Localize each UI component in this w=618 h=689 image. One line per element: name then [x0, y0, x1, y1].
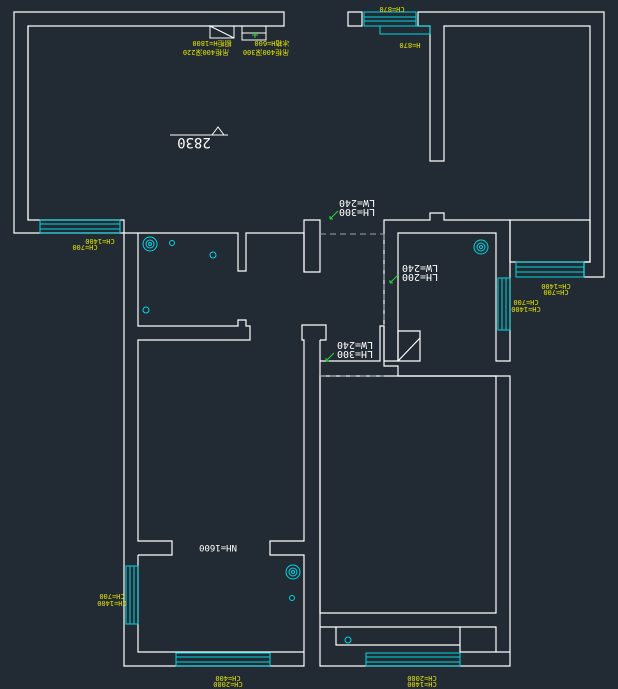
label-beam-3-lw: LW=240: [337, 339, 373, 350]
right-block-bottom: [509, 219, 591, 263]
drain-icon-2: [142, 306, 150, 314]
drain-icon-1: [209, 251, 217, 259]
window-top-right-small: [379, 25, 431, 35]
right-block-inner: [383, 212, 511, 362]
bathroom-wall: [320, 626, 510, 653]
drain-icon-5: [289, 595, 295, 601]
label-window-right-side-2: CH=700: [513, 298, 538, 306]
bathroom-inner: [335, 627, 460, 646]
windows: [39, 11, 585, 667]
label-window-right-upper: CH=1400: [541, 282, 571, 290]
window-top-left: [39, 219, 121, 234]
walls: [13, 11, 605, 667]
label-beam-2-lh: LH=200: [402, 271, 438, 282]
label-window-top-right-small: H=870: [399, 41, 420, 49]
cabinet-1-icon: [209, 25, 235, 39]
window-right-side: [497, 277, 511, 331]
label-beam-3-lh: LH=300: [337, 348, 373, 359]
pipe-icon-2: [473, 239, 489, 255]
label-window-bottom-right: CH=1400: [407, 680, 437, 688]
drain-icon-3: [344, 636, 352, 644]
window-bottom-left: [175, 652, 271, 667]
window-bottom-right: [365, 652, 461, 667]
right-bedroom-inner: [319, 375, 497, 614]
window-left-side: [125, 565, 139, 625]
window-right-upper: [515, 261, 585, 278]
left-bedroom-inner: [137, 555, 304, 653]
door-swing: [397, 330, 421, 362]
living-room-outer-wall: [13, 11, 285, 234]
label-cabinet-2b: 吊柜400深300: [243, 48, 289, 57]
kitchen-wall: [124, 232, 305, 272]
room-height-marker: [170, 126, 228, 136]
label-window-bottom-right-2: CH=2080: [407, 674, 437, 682]
label-window-right-upper-2: CH=700: [543, 288, 568, 296]
label-window-left-side-2: CH=700: [99, 592, 124, 600]
label-cabinet-1b: 吊柜400深220: [183, 48, 229, 57]
label-cabinet-1: 橱柜H=1800: [192, 39, 231, 48]
left-outer-wall: [123, 233, 327, 667]
label-window-right-side: CH=1400: [511, 305, 541, 313]
fixtures: [142, 25, 489, 644]
living-room-outer-wall-right: [347, 11, 363, 27]
right-bedroom-wall: [319, 325, 511, 667]
label-room-height: 2830: [177, 134, 211, 150]
drain-icon-4: [169, 240, 175, 246]
pipe-icon-3: [285, 564, 301, 580]
label-beam-2-lw: LW=240: [402, 262, 438, 273]
beam-marker-2: [389, 274, 399, 284]
cabinet-2-icon: [241, 25, 267, 41]
kitchen-inner: [137, 233, 251, 556]
label-niche-height: NH=1600: [199, 542, 237, 552]
label-beam-1-lh: LH=300: [339, 206, 375, 217]
annotations: CH=1400 CH=700 CH=870 H=870 CH=1400 CH=7…: [72, 5, 570, 688]
label-window-top-center: CH=870: [379, 5, 404, 13]
bathroom-right: [460, 626, 497, 652]
door-swing-arc: [397, 337, 421, 362]
label-beam-1-lw: LW=240: [339, 197, 375, 208]
beam-marker-3: [325, 352, 335, 362]
label-window-left-side: CH=1400: [97, 599, 127, 607]
label-window-top-left-2: CH=700: [72, 243, 97, 251]
label-cabinet-2: 冰箱H=600: [254, 39, 289, 48]
beam-markers: [252, 32, 399, 362]
opening-lines: [320, 233, 385, 377]
central-wall: [303, 219, 321, 273]
beam-marker-1: [329, 210, 339, 220]
window-top-center: [363, 11, 417, 27]
pipe-icon-1: [142, 236, 158, 252]
label-window-bottom-left-2: CH=400: [215, 674, 240, 682]
upper-right-wall: [417, 11, 605, 278]
cabinet-marker: [252, 32, 258, 38]
label-window-bottom-left: CH=2080: [213, 680, 243, 688]
label-window-top-left: CH=1400: [85, 237, 115, 245]
